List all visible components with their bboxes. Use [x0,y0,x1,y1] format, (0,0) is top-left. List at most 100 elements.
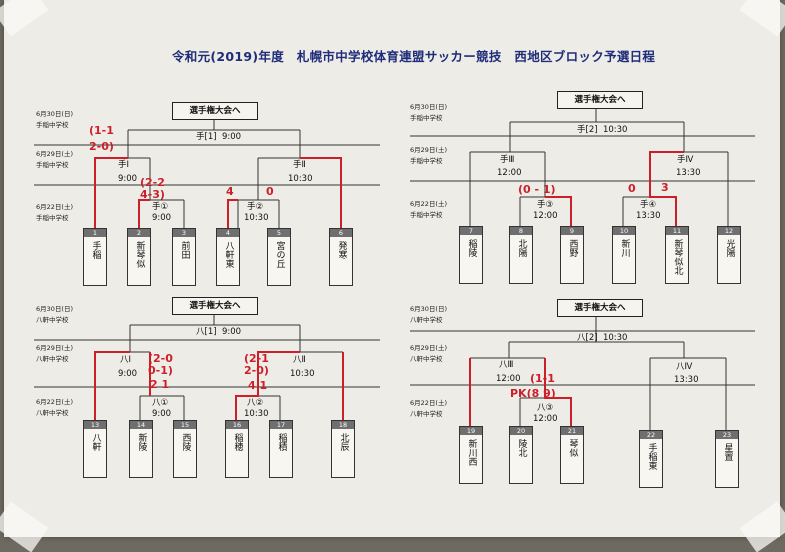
semi-match-time: 13:30 [676,168,701,178]
venue-label: 八軒中学校 [36,316,69,324]
semi-match-name: 手Ⅰ [118,160,130,170]
bracket-title-teine-2: 選手権大会へ [557,91,643,109]
venue-label: 手稲中学校 [36,214,69,222]
date-label: 6月22日(土) [36,203,73,211]
handwritten-score: (0 - 1) [518,183,556,196]
semi-match-name: 手Ⅱ [293,160,306,170]
handwritten-score: 0 [266,185,274,198]
handwritten-score: 4 1 [248,379,268,392]
semi-match-name: 手Ⅳ [677,155,694,165]
venue-label: 手稲中学校 [410,157,443,165]
date-label: 6月29日(土) [410,146,447,154]
date-label: 6月30日(日) [36,110,73,118]
semi-match-time: 9:00 [118,369,138,379]
first-match-time: 12:00 [533,414,558,424]
first-match-time: 9:00 [152,409,172,419]
final-match: 八[2] 10:30 [577,333,628,343]
date-label: 6月30日(日) [410,305,447,313]
semi-match-name: 八Ⅲ [499,360,514,370]
venue-label: 八軒中学校 [36,409,69,417]
first-match-time: 10:30 [244,213,269,223]
handwritten-score: (1-1 [530,372,555,385]
venue-label: 手稲中学校 [410,211,443,219]
semi-match-time: 10:30 [288,174,313,184]
bracket-title-teine-1: 選手権大会へ [172,102,258,120]
handwritten-score: 3 [661,181,669,194]
first-match-time: 12:00 [533,211,558,221]
first-match-name: 八③ [537,403,554,413]
semi-match-name: 手Ⅲ [500,155,515,165]
date-label: 6月29日(土) [36,344,73,352]
first-match-name: 手③ [537,200,554,210]
venue-label: 八軒中学校 [410,316,443,324]
semi-match-time: 10:30 [290,369,315,379]
bracket-title-hachiken-1: 選手権大会へ [172,297,258,315]
handwritten-score: 2-0) [89,140,114,153]
date-label: 6月22日(土) [36,398,73,406]
semi-match-name: 八Ⅱ [293,355,306,365]
bracket-lines-teine-1 [34,118,380,228]
first-match-time: 13:30 [636,211,661,221]
semi-match-name: 八Ⅰ [120,355,132,365]
venue-label: 手稲中学校 [36,121,69,129]
venue-label: 手稲中学校 [410,114,443,122]
first-match-name: 手① [152,202,169,212]
date-label: 6月30日(日) [36,305,73,313]
date-label: 6月22日(土) [410,200,447,208]
handwritten-score: 4-3) [140,188,165,201]
handwritten-score: (1-1 [89,124,114,137]
page-title: 令和元(2019)年度 札幌市中学校体育連盟サッカー競技 西地区ブロック予選日程 [172,49,656,64]
date-label: 6月22日(土) [410,399,447,407]
final-match: 手[2] 10:30 [577,125,628,135]
handwritten-score: 2 1 [150,378,170,391]
semi-match-time: 12:00 [497,168,522,178]
semi-match-time: 13:30 [674,375,699,385]
date-label: 6月29日(土) [36,150,73,158]
semi-match-name: 八Ⅳ [676,362,693,372]
semi-match-time: 9:00 [118,174,138,184]
handwritten-score: (2-1 [244,352,269,365]
semi-match-time: 12:00 [496,374,521,384]
first-match-name: 八② [247,398,264,408]
venue-label: 八軒中学校 [410,355,443,363]
handwritten-score: 0 [628,182,636,195]
date-label: 6月29日(土) [410,344,447,352]
first-match-time: 10:30 [244,409,269,419]
handwritten-score: 2-0) [244,364,269,377]
venue-label: 八軒中学校 [410,410,443,418]
bracket-lines-teine-2 [410,108,755,226]
first-match-name: 八① [152,398,169,408]
handwritten-score: (2-0 [148,352,173,365]
bracket-lines-hachiken-1 [34,314,380,420]
venue-label: 手稲中学校 [36,161,69,169]
handwritten-score: PK(8 9) [510,387,556,400]
bracket-lines-hachiken-2 [410,314,755,430]
bracket-title-hachiken-2: 選手権大会へ [557,299,643,317]
date-label: 6月30日(日) [410,103,447,111]
handwritten-score: (2-2 [140,176,165,189]
final-match: 八[1] 9:00 [196,327,242,337]
handwritten-score: 4 [226,185,234,198]
final-match: 手[1] 9:00 [196,132,242,142]
